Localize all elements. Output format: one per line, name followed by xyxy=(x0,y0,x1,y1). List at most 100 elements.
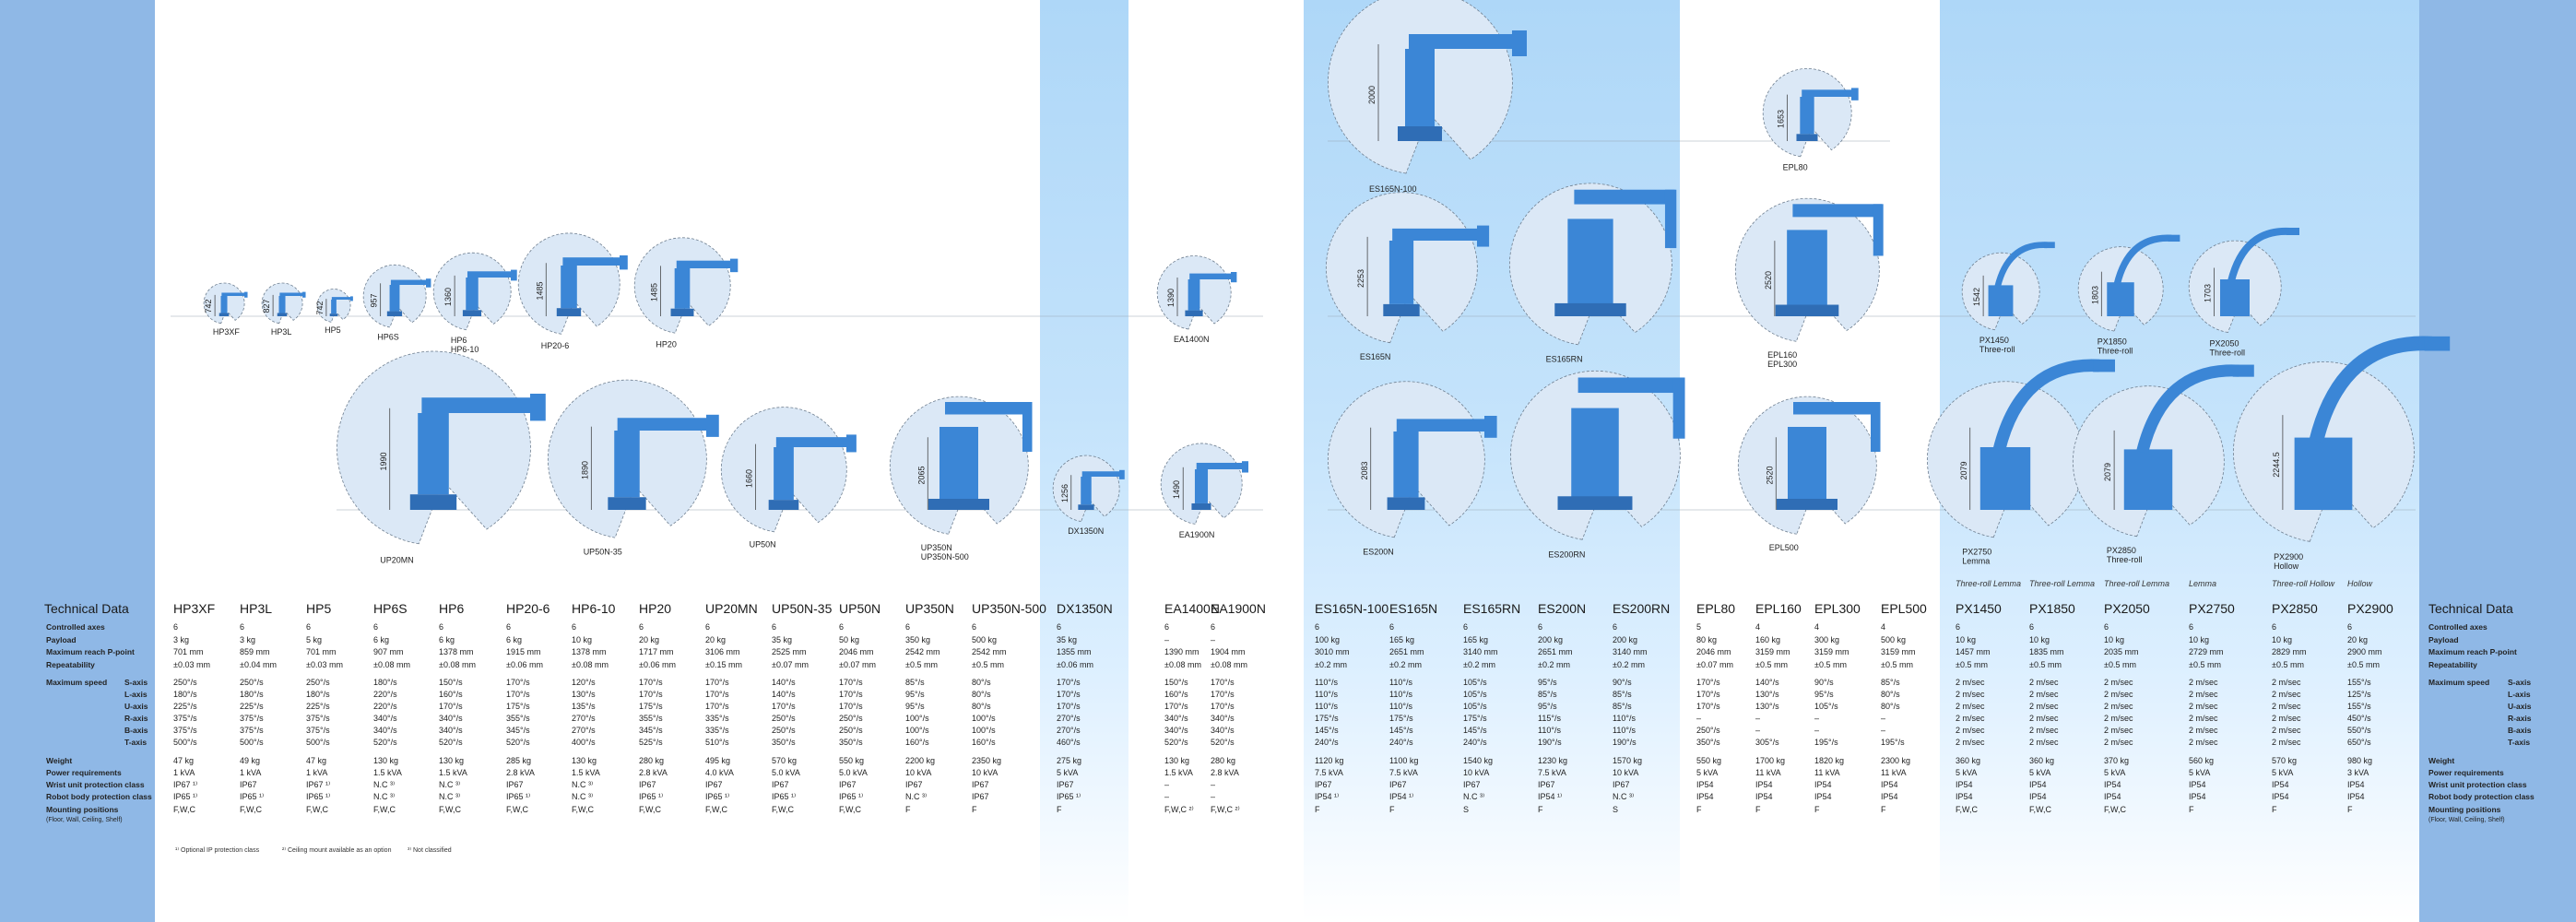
cell-wrist-protection: IP67 xyxy=(1613,780,1630,789)
robot-label: ES165N xyxy=(1360,352,1391,361)
cell-mounting: F,W,C xyxy=(705,805,727,814)
cell-speed: 105°/s xyxy=(1463,702,1487,711)
cell-repeatability: ±0.15 mm xyxy=(705,660,742,669)
cell-wrist-protection: IP67 xyxy=(705,780,723,789)
robot-base xyxy=(1988,285,2014,316)
robot-arm xyxy=(1793,402,1879,415)
robot-wrist xyxy=(730,258,739,273)
cell-wrist-protection: IP54 xyxy=(1814,780,1832,789)
cell-power: 10 kVA xyxy=(1613,768,1639,777)
cell-speed: 240°/s xyxy=(1389,738,1413,747)
robot-wrist xyxy=(530,394,546,421)
robot-wrist xyxy=(1871,402,1881,452)
cell-speed: 2 m/sec xyxy=(2104,702,2133,711)
cell-speed: 500°/s xyxy=(306,738,330,747)
tech-data-title-left: Technical Data xyxy=(44,601,129,616)
cell-speed: 190°/s xyxy=(1613,738,1637,747)
robot-foot xyxy=(1078,504,1094,510)
robot-foot xyxy=(1191,502,1211,510)
cell-wrist-protection: – xyxy=(1211,780,1216,789)
cell-speed: 500°/s xyxy=(240,738,264,747)
cell-axes: 6 xyxy=(839,622,845,632)
robot-base xyxy=(2294,437,2353,510)
cell-wrist-protection: IP67 xyxy=(240,780,257,789)
cell-reach: 2046 mm xyxy=(839,647,874,656)
cell-power: 1 kVA xyxy=(173,768,195,777)
cell-wrist-protection: IP67 xyxy=(772,780,789,789)
cell-speed: 270°/s xyxy=(1057,714,1081,723)
cell-wrist-protection: IP54 xyxy=(1696,780,1714,789)
cell-mounting: F,W,C xyxy=(2104,805,2126,814)
robot-base xyxy=(466,278,479,311)
cell-weight: 1230 kg xyxy=(1538,756,1568,765)
spec-label-payload: Payload xyxy=(46,635,77,644)
cell-speed: 2 m/sec xyxy=(1956,678,1985,687)
cell-speed: 250°/s xyxy=(772,726,796,735)
cell-body-protection: IP54 ¹⁾ xyxy=(1389,792,1414,801)
spec-label-mounting: Mounting positions xyxy=(46,805,119,814)
cell-mounting: F,W,C xyxy=(306,805,328,814)
cell-mounting: S xyxy=(1463,805,1470,814)
cell-body-protection: IP54 xyxy=(1881,792,1898,801)
cell-wrist-protection: IP54 xyxy=(2347,780,2365,789)
cell-speed: 250°/s xyxy=(1696,726,1720,735)
cell-wrist-protection: IP67 xyxy=(639,780,656,789)
cell-payload: – xyxy=(1164,635,1170,644)
cell-body-protection: IP65 ¹⁾ xyxy=(506,792,531,801)
cell-body-protection: IP65 ¹⁾ xyxy=(639,792,664,801)
cell-axes: 6 xyxy=(905,622,911,632)
cell-speed: 340°/s xyxy=(1164,726,1188,735)
cell-speed: 130°/s xyxy=(1755,690,1779,699)
cell-wrist-protection: IP54 xyxy=(2272,780,2289,789)
model-name: HP6-10 xyxy=(572,601,616,616)
robot-label: ES200N xyxy=(1363,547,1394,556)
cell-weight: 360 kg xyxy=(2029,756,2055,765)
cell-speed: 170°/s xyxy=(839,702,863,711)
robot-label: UP50N xyxy=(750,540,776,550)
robot-foot xyxy=(1796,134,1818,141)
cell-axes: 6 xyxy=(506,622,512,632)
cell-wrist-protection: IP67 xyxy=(905,780,923,789)
cell-speed: 170°/s xyxy=(506,678,530,687)
cell-speed: 110°/s xyxy=(1613,714,1636,723)
robot-label: UP350N-500 xyxy=(921,552,969,561)
cell-payload: 5 kg xyxy=(306,635,323,644)
cell-reach: 1390 mm xyxy=(1164,647,1199,656)
robot-base xyxy=(220,296,228,313)
cell-axes: 4 xyxy=(1814,622,1820,632)
robot-wrist xyxy=(620,255,628,270)
dimension-value: 2253 xyxy=(1356,269,1365,288)
cell-payload: 10 kg xyxy=(2272,635,2293,644)
cell-speed: 140°/s xyxy=(772,690,796,699)
cell-axes: 6 xyxy=(1538,622,1543,632)
model-subtitle: Three-roll Lemma xyxy=(2029,579,2096,588)
model-name: EA1900N xyxy=(1211,601,1266,616)
cell-speed: 170°/s xyxy=(705,678,729,687)
cell-speed: 375°/s xyxy=(306,714,330,723)
cell-reach: 2035 mm xyxy=(2104,647,2139,656)
cell-speed: 110°/s xyxy=(1315,690,1338,699)
cell-body-protection: N.C ³⁾ xyxy=(1613,792,1635,801)
cell-mounting: F xyxy=(1538,805,1543,814)
cell-speed: 250°/s xyxy=(306,678,330,687)
cell-speed: 170°/s xyxy=(1211,690,1235,699)
cell-speed: 2 m/sec xyxy=(2029,702,2059,711)
cell-speed: 340°/s xyxy=(439,714,463,723)
spec-label-controlled-axes: Controlled axes xyxy=(2428,622,2487,632)
cell-speed: 350°/s xyxy=(839,738,863,747)
cell-reach: 1835 mm xyxy=(2029,647,2064,656)
robot-foot xyxy=(768,500,799,510)
cell-speed: 110°/s xyxy=(1315,678,1338,687)
cell-repeatability: ±0.2 mm xyxy=(1315,660,1347,669)
cell-speed: 155°/s xyxy=(2347,678,2371,687)
cell-payload: 200 kg xyxy=(1538,635,1564,644)
cell-speed: 2 m/sec xyxy=(2029,738,2059,747)
cell-speed: 2 m/sec xyxy=(1956,702,1985,711)
cell-speed: 135°/s xyxy=(572,702,596,711)
cell-power: 5 kVA xyxy=(1057,768,1079,777)
dimension-value: 1653 xyxy=(1776,110,1785,128)
cell-speed: 510°/s xyxy=(705,738,729,747)
cell-speed: 170°/s xyxy=(839,678,863,687)
